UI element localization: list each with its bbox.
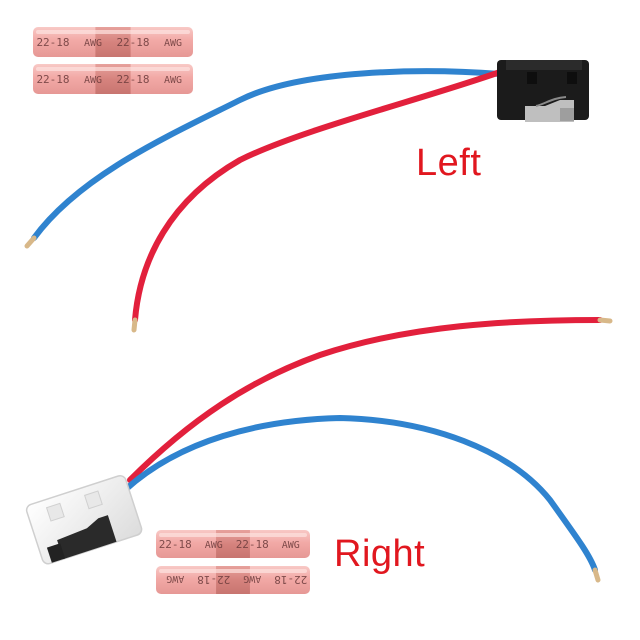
right-harness [25,317,613,583]
connector-print-text: 22-18 [274,573,307,586]
connector-print-text: 22-18 [36,73,69,86]
connector-print-text: 22-18 [159,538,192,551]
connector-print-text: AWG [164,75,182,86]
butt-connector-icon: 22-18 AWG 22-18 AWG [156,530,310,558]
connector-print-text: AWG [282,540,300,551]
connector-print-text: AWG [205,540,223,551]
right-blue-wire [122,414,598,573]
butt-connector-icon: AWG 22-18 AWG 22-18 [156,566,310,594]
connector-print-text: 22-18 [197,573,230,586]
left-blue-wire [31,68,503,241]
caption-left: Left [416,142,482,184]
left-red-wire [132,69,503,323]
left-harness [24,60,589,333]
connector-print-text: AWG [84,75,102,86]
connector-print-text: AWG [84,38,102,49]
connector-print-text: 22-18 [116,36,149,49]
left-red-tip [131,317,138,333]
connector-print-text: AWG [164,38,182,49]
butt-connector-icon: 22-18 AWG 22-18 AWG [33,27,193,57]
caption-right: Right [334,533,426,575]
right-blue-tip [592,567,601,583]
connector-highlight [159,569,307,573]
right-red-tip [597,317,613,324]
connector-highlight [36,67,190,71]
connector-print-text: 22-18 [36,36,69,49]
left-blue-tip [24,235,37,249]
butt-connector-icon: 22-18 AWG 22-18 AWG [33,64,193,94]
right-red-wire [127,317,603,483]
connector-print-text: AWG [243,573,261,584]
connector-print-text: 22-18 [236,538,269,551]
microswitch-white-icon [25,474,143,565]
connector-highlight [36,30,190,34]
connector-highlight [159,533,307,537]
connector-print-text: 22-18 [116,73,149,86]
connector-print-text: AWG [166,573,184,584]
microswitch-black-icon [497,60,589,122]
